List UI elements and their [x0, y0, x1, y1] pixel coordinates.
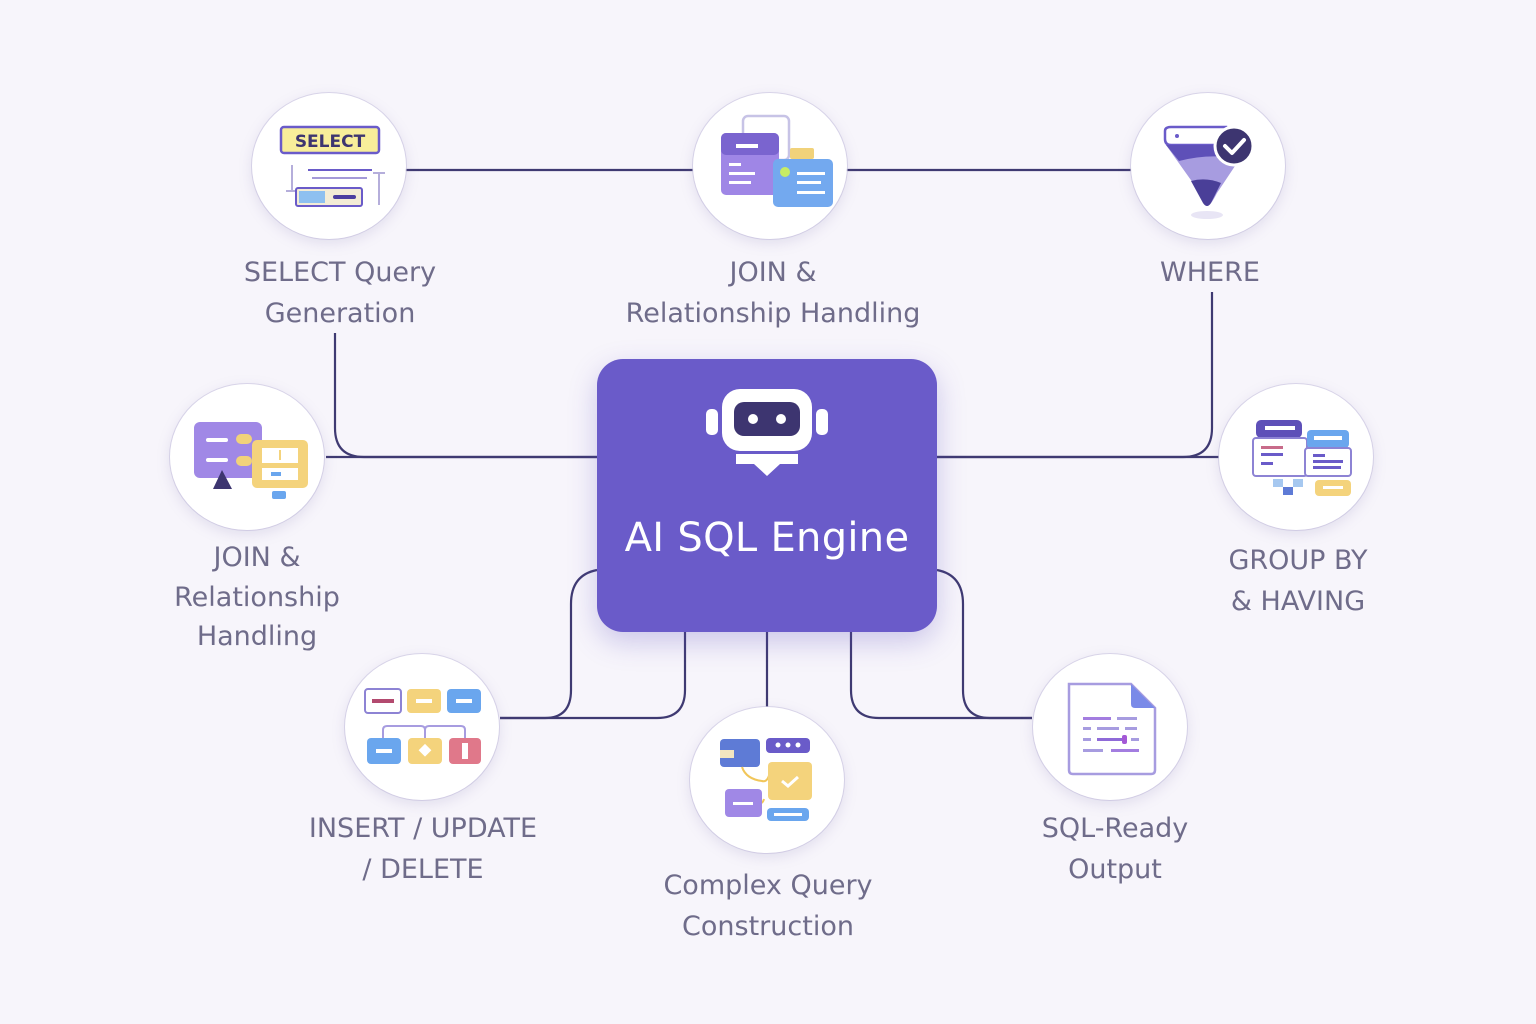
label-where: WHERE — [1160, 257, 1260, 288]
select-query-icon: SELECT — [279, 125, 385, 207]
node-select-query[interactable]: SELECT — [252, 93, 406, 239]
svg-text:SELECT: SELECT — [295, 132, 366, 152]
connector-hub-output-inner — [849, 632, 1032, 720]
node-where[interactable] — [1131, 93, 1285, 239]
connector-where-hub — [937, 292, 1214, 459]
node-group-by[interactable] — [1219, 384, 1373, 530]
robot-icon — [706, 389, 828, 476]
connector-hub-output-outer — [936, 568, 1032, 720]
relationship-icon — [194, 422, 308, 499]
node-join-left[interactable] — [170, 384, 324, 530]
label-insert-update-delete: INSERT / UPDATE/ DELETE — [308, 813, 538, 885]
grouping-icon — [1252, 420, 1352, 496]
hub-title: AI SQL Engine — [624, 515, 910, 561]
ai-sql-engine-hub[interactable]: AI SQL Engine — [597, 359, 937, 632]
node-join-top[interactable] — [693, 93, 847, 239]
filter-funnel-check-icon — [1163, 125, 1255, 219]
node-complex-query[interactable] — [690, 707, 844, 853]
sql-document-icon — [1067, 682, 1157, 776]
connector-select-hub — [333, 333, 598, 459]
connector-hub-insert-outer — [500, 568, 598, 720]
label-join-top: JOIN &Relationship Handling — [625, 257, 921, 329]
connector-hub-insert-inner — [500, 632, 687, 720]
crud-blocks-icon — [364, 688, 481, 764]
join-tables-icon — [721, 114, 833, 207]
label-group-by: GROUP BY& HAVING — [1228, 545, 1368, 617]
node-sql-output[interactable] — [1033, 654, 1187, 800]
complex-query-icon — [720, 738, 812, 821]
node-insert-update-delete[interactable] — [345, 654, 499, 800]
